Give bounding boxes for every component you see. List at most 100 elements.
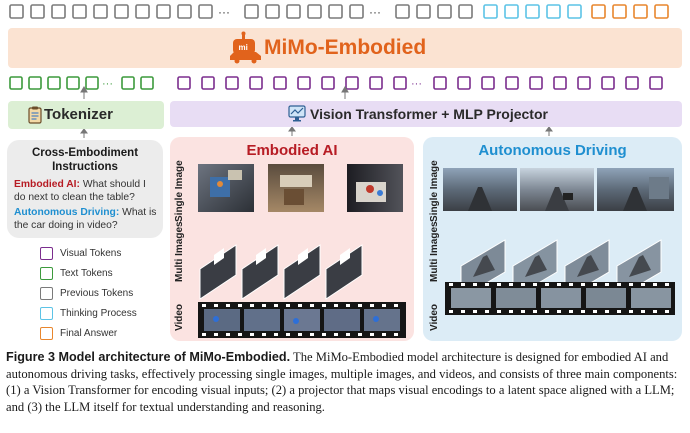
visual-token [577, 76, 591, 90]
legend-label: Text Tokens [60, 268, 113, 279]
previous-token [265, 4, 280, 19]
vision-transformer-box [170, 101, 682, 127]
autonomous-driving-title: Autonomous Driving [478, 142, 627, 159]
visual-token [225, 76, 239, 90]
legend-label: Visual Tokens [60, 248, 122, 259]
text-token [47, 76, 61, 90]
legend-swatch [40, 247, 53, 260]
robot-car-logo-icon: mi [230, 31, 261, 64]
driving-video-strip [445, 282, 675, 315]
tokenizer-label: Tokenizer [44, 106, 113, 123]
previous-token [177, 4, 192, 19]
legend-swatch [40, 287, 53, 300]
visual-token [345, 76, 359, 90]
output-token-row: ··· ··· [9, 4, 669, 19]
driving-question-line: the car doing in video? [14, 219, 160, 232]
visual-token [553, 76, 567, 90]
visual-token [273, 76, 287, 90]
instructions-title-line: Instructions [52, 161, 118, 173]
embodied-question-line: do next to clean the table? [14, 191, 160, 204]
previous-token [30, 4, 45, 19]
visual-token [297, 76, 311, 90]
driving-prefix: Autonomous Driving: [14, 207, 120, 218]
thinking-token [483, 4, 498, 19]
model-title: MiMo-Embodied [264, 36, 427, 59]
previous-token [156, 4, 171, 19]
vision-transformer-label: Vision Transformer + MLP Projector [310, 106, 548, 122]
visual-token [457, 76, 471, 90]
previous-token [286, 4, 301, 19]
previous-token [135, 4, 150, 19]
embodied-question: do next to clean the table? [14, 192, 135, 203]
logo-mark: mi [239, 43, 248, 52]
embodied-images [198, 164, 406, 338]
clipboard-icon [28, 106, 42, 124]
text-token [9, 76, 23, 90]
embodied-multi-images [199, 244, 363, 300]
ellipsis: ··· [369, 5, 381, 19]
previous-token [437, 4, 452, 19]
caption-label: Figure 3 Model architecture of MiMo-Embo… [6, 350, 291, 364]
embodied-question-line: Embodied AI: What should I [14, 178, 160, 191]
legend-swatch [40, 307, 53, 320]
thinking-token [525, 4, 540, 19]
visual-token [529, 76, 543, 90]
monitor-chart-icon [288, 105, 306, 122]
answer-token [633, 4, 648, 19]
visual-token [321, 76, 335, 90]
previous-token [93, 4, 108, 19]
visual-token [369, 76, 383, 90]
text-token [121, 76, 135, 90]
previous-token [328, 4, 343, 19]
ellipsis: ··· [102, 78, 113, 90]
visual-token [177, 76, 191, 90]
driving-question: the car doing in video? [14, 220, 118, 231]
visual-token [625, 76, 639, 90]
legend-label: Previous Tokens [60, 288, 134, 299]
thinking-token [546, 4, 561, 19]
visual-token [393, 76, 407, 90]
previous-token [395, 4, 410, 19]
legend-label: Thinking Process [60, 308, 137, 319]
previous-token [72, 4, 87, 19]
visual-token [505, 76, 519, 90]
llm-band [8, 28, 682, 68]
embodied-ai-title: Embodied AI [246, 142, 338, 159]
visual-token [601, 76, 615, 90]
figure-caption: Figure 3 Model architecture of MiMo-Embo… [6, 349, 686, 415]
caption-text: The MiMo-Embodied model architecture is … [6, 350, 678, 414]
visual-token [433, 76, 447, 90]
previous-token [244, 4, 259, 19]
answer-token [591, 4, 606, 19]
visual-token [649, 76, 663, 90]
text-token [66, 76, 80, 90]
answer-token [654, 4, 669, 19]
previous-token [458, 4, 473, 19]
answer-token [612, 4, 627, 19]
legend-label: Final Answer [60, 328, 118, 339]
visual-token [249, 76, 263, 90]
previous-token [416, 4, 431, 19]
instructions-title-line: Cross-Embodiment [31, 147, 139, 159]
visual-token [201, 76, 215, 90]
flow-arrows [80, 86, 553, 138]
thinking-token [567, 4, 582, 19]
visual-token [481, 76, 495, 90]
legend-swatch [40, 327, 53, 340]
previous-token [114, 4, 129, 19]
instructions-title: Cross-Embodiment Instructions [7, 146, 163, 174]
text-token [140, 76, 154, 90]
previous-token [51, 4, 66, 19]
previous-token [349, 4, 364, 19]
ellipsis: ··· [411, 78, 422, 90]
embodied-video-strip [198, 302, 406, 338]
previous-token [307, 4, 322, 19]
ellipsis: ··· [218, 5, 230, 19]
driving-question-line: Autonomous Driving: What is [14, 206, 160, 219]
previous-token [198, 4, 213, 19]
text-token [85, 76, 99, 90]
previous-token [9, 4, 24, 19]
embodied-question: What should I [79, 179, 146, 190]
legend-swatch [40, 267, 53, 280]
driving-question: What is [119, 207, 157, 218]
